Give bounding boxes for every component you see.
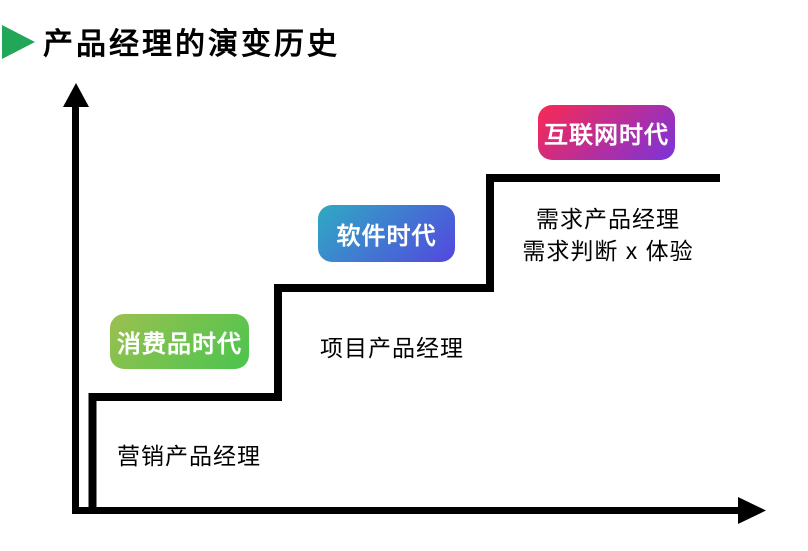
y-axis-arrow-icon	[63, 83, 89, 107]
role-label-project-pm: 项目产品经理	[320, 335, 464, 361]
role-label-demand-pm: 需求产品经理 需求判断 x 体验	[500, 203, 716, 267]
era-badge-internet: 互联网时代	[538, 105, 675, 160]
staircase-line	[88, 174, 720, 513]
role-label-line: 需求判断 x 体验	[522, 238, 694, 264]
page-title: 产品经理的演变历史	[43, 28, 340, 61]
era-badge-consumer-goods: 消费品时代	[110, 314, 249, 369]
era-badge-label: 消费品时代	[117, 331, 242, 358]
role-label-line: 需求产品经理	[536, 206, 680, 232]
era-badge-software: 软件时代	[318, 205, 455, 262]
era-badge-label: 软件时代	[336, 223, 437, 250]
x-axis-arrow-icon	[738, 497, 766, 524]
era-badge-label: 互联网时代	[544, 122, 669, 149]
role-label-marketing-pm: 营销产品经理	[117, 443, 261, 469]
